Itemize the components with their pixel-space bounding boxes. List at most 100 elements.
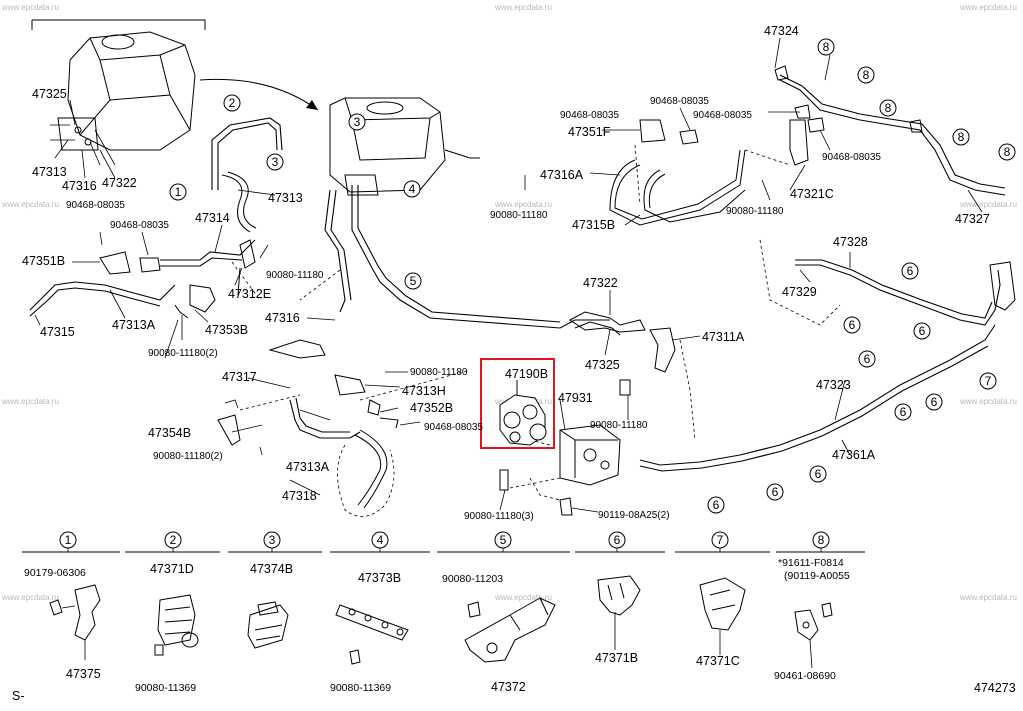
part-label[interactable]: 90468-08035 [424, 422, 483, 433]
part-label[interactable]: 47322 [102, 176, 137, 190]
part-label[interactable]: 47354B [148, 426, 191, 440]
part-label[interactable]: 47317 [222, 370, 257, 384]
part-label: 90179-06306 [24, 567, 86, 579]
part-label[interactable]: 47361A [832, 448, 876, 462]
watermark: www.epcdata.ru [1, 397, 59, 406]
part-label[interactable]: 47323 [816, 378, 851, 392]
part-label[interactable]: 47316 [265, 311, 300, 325]
part-label[interactable]: 47325 [585, 358, 620, 372]
part-label[interactable]: 90080-11180 [726, 206, 784, 217]
legend-item-6[interactable]: 6 47371B [595, 531, 638, 665]
watermark: www.epcdata.ru [494, 200, 552, 209]
master-cylinder-main [324, 97, 610, 329]
svg-text:4: 4 [377, 533, 384, 547]
part-label[interactable]: 47352B [410, 401, 453, 415]
part-label[interactable]: 90119-08A25(2) [598, 510, 670, 521]
svg-text:8: 8 [823, 40, 830, 54]
part-label[interactable]: 47313A [286, 460, 330, 474]
part-label[interactable]: 47327 [955, 212, 990, 226]
svg-text:7: 7 [717, 533, 724, 547]
part-label[interactable]: 90080-11180(3) [464, 511, 534, 522]
legend-item-4[interactable]: 4 47373B 90080-11369 [330, 531, 401, 694]
part-label[interactable]: 47328 [833, 235, 868, 249]
part-label[interactable]: 90468-08035 [693, 110, 752, 121]
part-label: 90080-11203 [442, 573, 503, 585]
watermark: www.epcdata.ru [959, 397, 1017, 406]
watermark: www.epcdata.ru [959, 3, 1017, 12]
part-label[interactable]: 47931 [558, 391, 593, 405]
svg-text:2: 2 [170, 533, 177, 547]
svg-text:6: 6 [919, 324, 926, 338]
legend-item-5[interactable]: 5 90080-11203 47372 [442, 531, 526, 694]
part-label[interactable]: 47321C [790, 187, 834, 201]
part-label[interactable]: 47313 [268, 191, 303, 205]
legend-item-1[interactable]: 1 90179-06306 47375 [24, 531, 101, 681]
svg-text:5: 5 [500, 533, 507, 547]
legend-item-7[interactable]: 7 47371C [696, 531, 740, 668]
svg-text:6: 6 [864, 352, 871, 366]
part-label[interactable]: 47329 [782, 285, 817, 299]
legend-item-2[interactable]: 2 47371D 90080-11369 [135, 531, 196, 694]
svg-text:3: 3 [272, 155, 279, 169]
callout-6: 6 [894, 403, 912, 421]
part-label[interactable]: 47351B [22, 254, 65, 268]
svg-text:1: 1 [175, 185, 182, 199]
valve-area [499, 311, 676, 516]
part-label[interactable]: 47318 [282, 489, 317, 503]
part-label[interactable]: 90080-11180(2) [153, 451, 223, 462]
svg-text:6: 6 [900, 405, 907, 419]
callouts: 1 2 3 3 4 5 8 8 8 8 8 6 6 6 7 6 6 6 6 6 … [169, 38, 1016, 514]
part-label: 47373B [358, 571, 401, 585]
watermark: www.epcdata.ru [494, 3, 552, 12]
callout-6: 6 [707, 496, 725, 514]
callout-8: 8 [998, 143, 1016, 161]
part-label: 47372 [491, 680, 526, 694]
part-label[interactable]: 47311A [702, 330, 745, 344]
part-label[interactable]: 47315B [572, 218, 615, 232]
callout-7: 7 [979, 372, 997, 390]
svg-text:7: 7 [985, 374, 992, 388]
part-label[interactable]: 90468-08035 [560, 110, 619, 121]
callout-3: 3 [266, 153, 284, 171]
part-label[interactable]: 90468-08035 [822, 152, 881, 163]
part-label[interactable]: 47313H [402, 384, 446, 398]
part-label[interactable]: 47313 [32, 165, 67, 179]
part-label[interactable]: 47351F [568, 125, 611, 139]
part-label[interactable]: 90080-11180(2) [148, 348, 218, 359]
master-cylinder-inset [31, 19, 319, 166]
part-label[interactable]: 47316A [540, 168, 584, 182]
part-label[interactable]: 90468-08035 [650, 96, 709, 107]
part-label[interactable]: 47313A [112, 318, 156, 332]
part-label[interactable]: 47314 [195, 211, 230, 225]
highlighted-part-47190b[interactable] [480, 358, 555, 449]
flex-hoses [609, 104, 825, 226]
part-label[interactable]: 47324 [764, 24, 799, 38]
part-label[interactable]: 90468-08035 [110, 220, 169, 231]
diagram-number: 474273 [974, 681, 1016, 695]
svg-text:6: 6 [815, 467, 822, 481]
callout-6: 6 [843, 316, 861, 334]
part-label[interactable]: 47322 [583, 276, 618, 290]
part-label[interactable]: 90080-11180 [266, 270, 324, 281]
svg-text:3: 3 [354, 115, 361, 129]
part-label[interactable]: 47312E [228, 287, 271, 301]
part-label[interactable]: 47190B [505, 367, 548, 381]
svg-text:8: 8 [863, 68, 870, 82]
svg-text:4: 4 [409, 182, 416, 196]
part-label: 47371B [595, 651, 638, 665]
part-label[interactable]: 47316 [62, 179, 97, 193]
part-label: (90119-A0055 [784, 570, 850, 582]
watermark: www.epcdata.ru [1, 200, 59, 209]
legend-item-3[interactable]: 3 47374B [250, 531, 293, 576]
legend-item-8[interactable]: 8 *91611-F0814 (90119-A0055 90461-08690 [774, 531, 850, 682]
part-label[interactable]: 90080-11180 [590, 420, 648, 431]
part-label[interactable]: 90080-11180 [410, 367, 468, 378]
part-label[interactable]: 47353B [205, 323, 248, 337]
part-label[interactable]: 47315 [40, 325, 75, 339]
rear-lower-lines [639, 239, 1016, 472]
svg-text:3: 3 [269, 533, 276, 547]
part-label[interactable]: 90080-11180 [490, 210, 548, 221]
part-label[interactable]: 90468-08035 [66, 200, 125, 211]
part-label[interactable]: 47325 [32, 87, 67, 101]
